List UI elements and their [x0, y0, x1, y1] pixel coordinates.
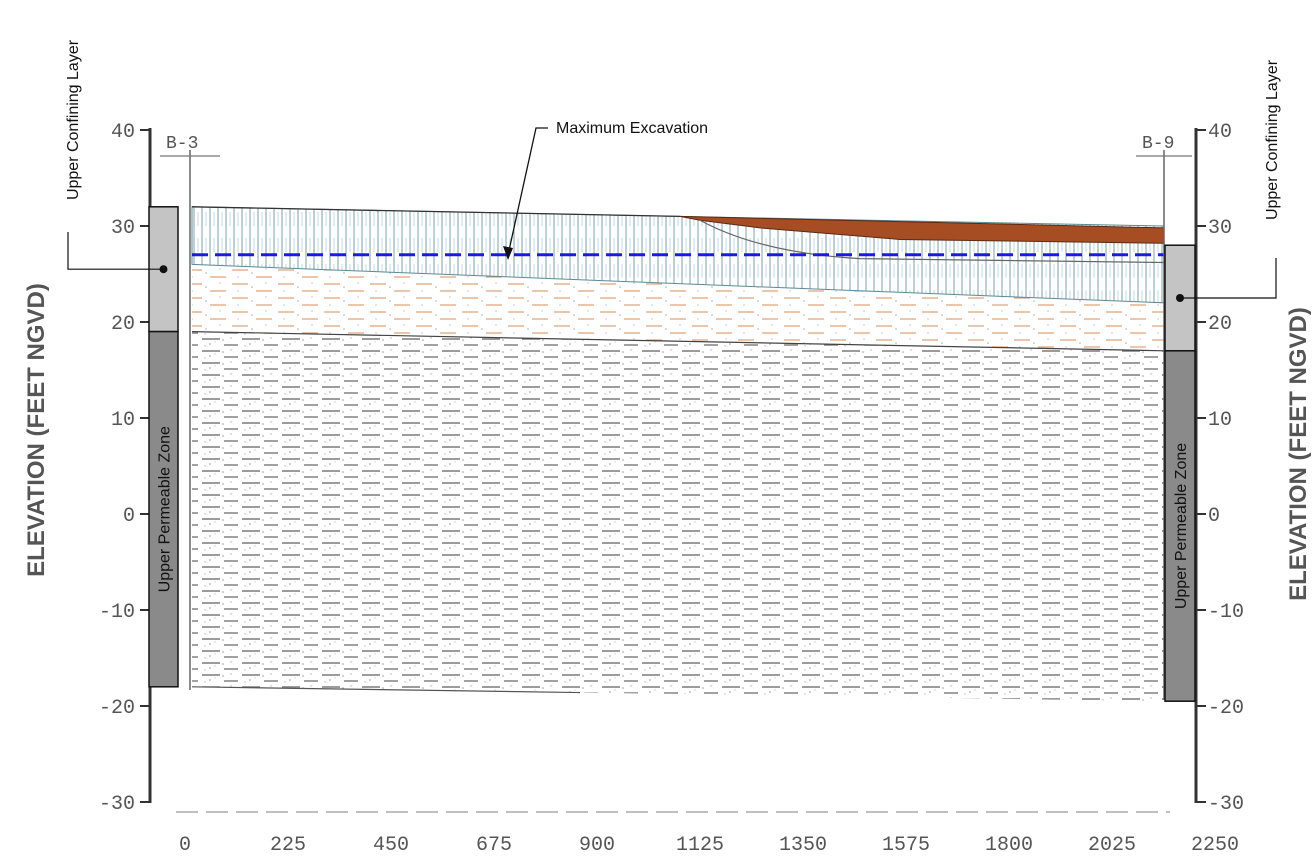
y-tick-label: -20	[99, 697, 135, 720]
y-tick-label: 40	[111, 121, 135, 144]
y-tick-label: 10	[111, 409, 135, 432]
y-tick-label: 20	[1208, 313, 1232, 336]
right-confining-leader	[1180, 258, 1277, 299]
boring-label-right: B-9	[1142, 134, 1174, 154]
excavation-leader-arrow	[503, 246, 513, 260]
left-permeable-block	[148, 330, 179, 688]
y-tick-label: -10	[99, 601, 135, 624]
left-confining-leader	[67, 232, 164, 270]
x-tick-label: 1575	[882, 834, 930, 857]
sand-clay-boundary	[191, 331, 1165, 352]
boring-label-left: B-3	[166, 134, 198, 154]
y-tick-label: 40	[1208, 121, 1232, 144]
left-permeable-label: Upper Permeable Zone	[157, 426, 174, 592]
right-permeable-label: Upper Permeable Zone	[1173, 443, 1190, 609]
left-zone-column: Upper Permeable Zone Upper Confining Laye…	[65, 39, 179, 688]
excavation-annotation: Maximum Excavation	[556, 120, 708, 137]
right-y-ticks: 40 30 20 10 0 -10 -20 -30	[1196, 121, 1244, 816]
y-tick-label: 0	[123, 505, 135, 528]
y-tick-label: -30	[99, 793, 135, 816]
x-tick-label: 2250	[1191, 834, 1239, 857]
right-permeable-block	[1164, 350, 1196, 702]
y-tick-label: 30	[111, 217, 135, 240]
x-tick-label: 1800	[985, 834, 1033, 857]
y-tick-label: 10	[1208, 409, 1232, 432]
y-tick-label: 30	[1208, 217, 1232, 240]
y-tick-label: 0	[1208, 505, 1220, 528]
permeable-zone-fill	[192, 331, 1164, 702]
left-confining-label: Upper Confining Layer	[65, 39, 82, 200]
y-tick-label: -10	[1208, 601, 1244, 624]
right-zone-column: Upper Permeable Zone Upper Confining Laye…	[1164, 59, 1281, 702]
x-tick-label: 450	[373, 834, 409, 857]
y-tick-label: 20	[111, 313, 135, 336]
x-tick-label: 900	[579, 834, 615, 857]
x-tick-label: 225	[270, 834, 306, 857]
excavation-leader-line	[507, 127, 548, 256]
x-tick-label: 675	[476, 834, 512, 857]
fill-boundary-curve	[699, 219, 1165, 264]
left-y-ticks: 40 30 20 10 0 -10 -20 -30	[99, 121, 150, 816]
sand-layer-fill	[192, 264, 1164, 351]
y-tick-label: -30	[1208, 793, 1244, 816]
y-axis-label-right: ELEVATION (FEET NGVD)	[1285, 307, 1312, 601]
x-ticks: 0 225 450 675 900 1125 1350 1575 1800 2025 2250	[176, 811, 1239, 857]
x-tick-label: 2025	[1088, 834, 1136, 857]
y-axis-label-left: ELEVATION (FEET NGVD)	[23, 283, 50, 577]
ground-surface-line	[191, 206, 681, 218]
x-tick-label: 1350	[779, 834, 827, 857]
x-tick-label: 1125	[676, 834, 724, 857]
y-tick-label: -20	[1208, 697, 1244, 720]
bottom-boundary-line	[191, 686, 581, 694]
x-tick-label: 0	[179, 834, 191, 857]
right-confining-label: Upper Confining Layer	[1264, 59, 1281, 220]
